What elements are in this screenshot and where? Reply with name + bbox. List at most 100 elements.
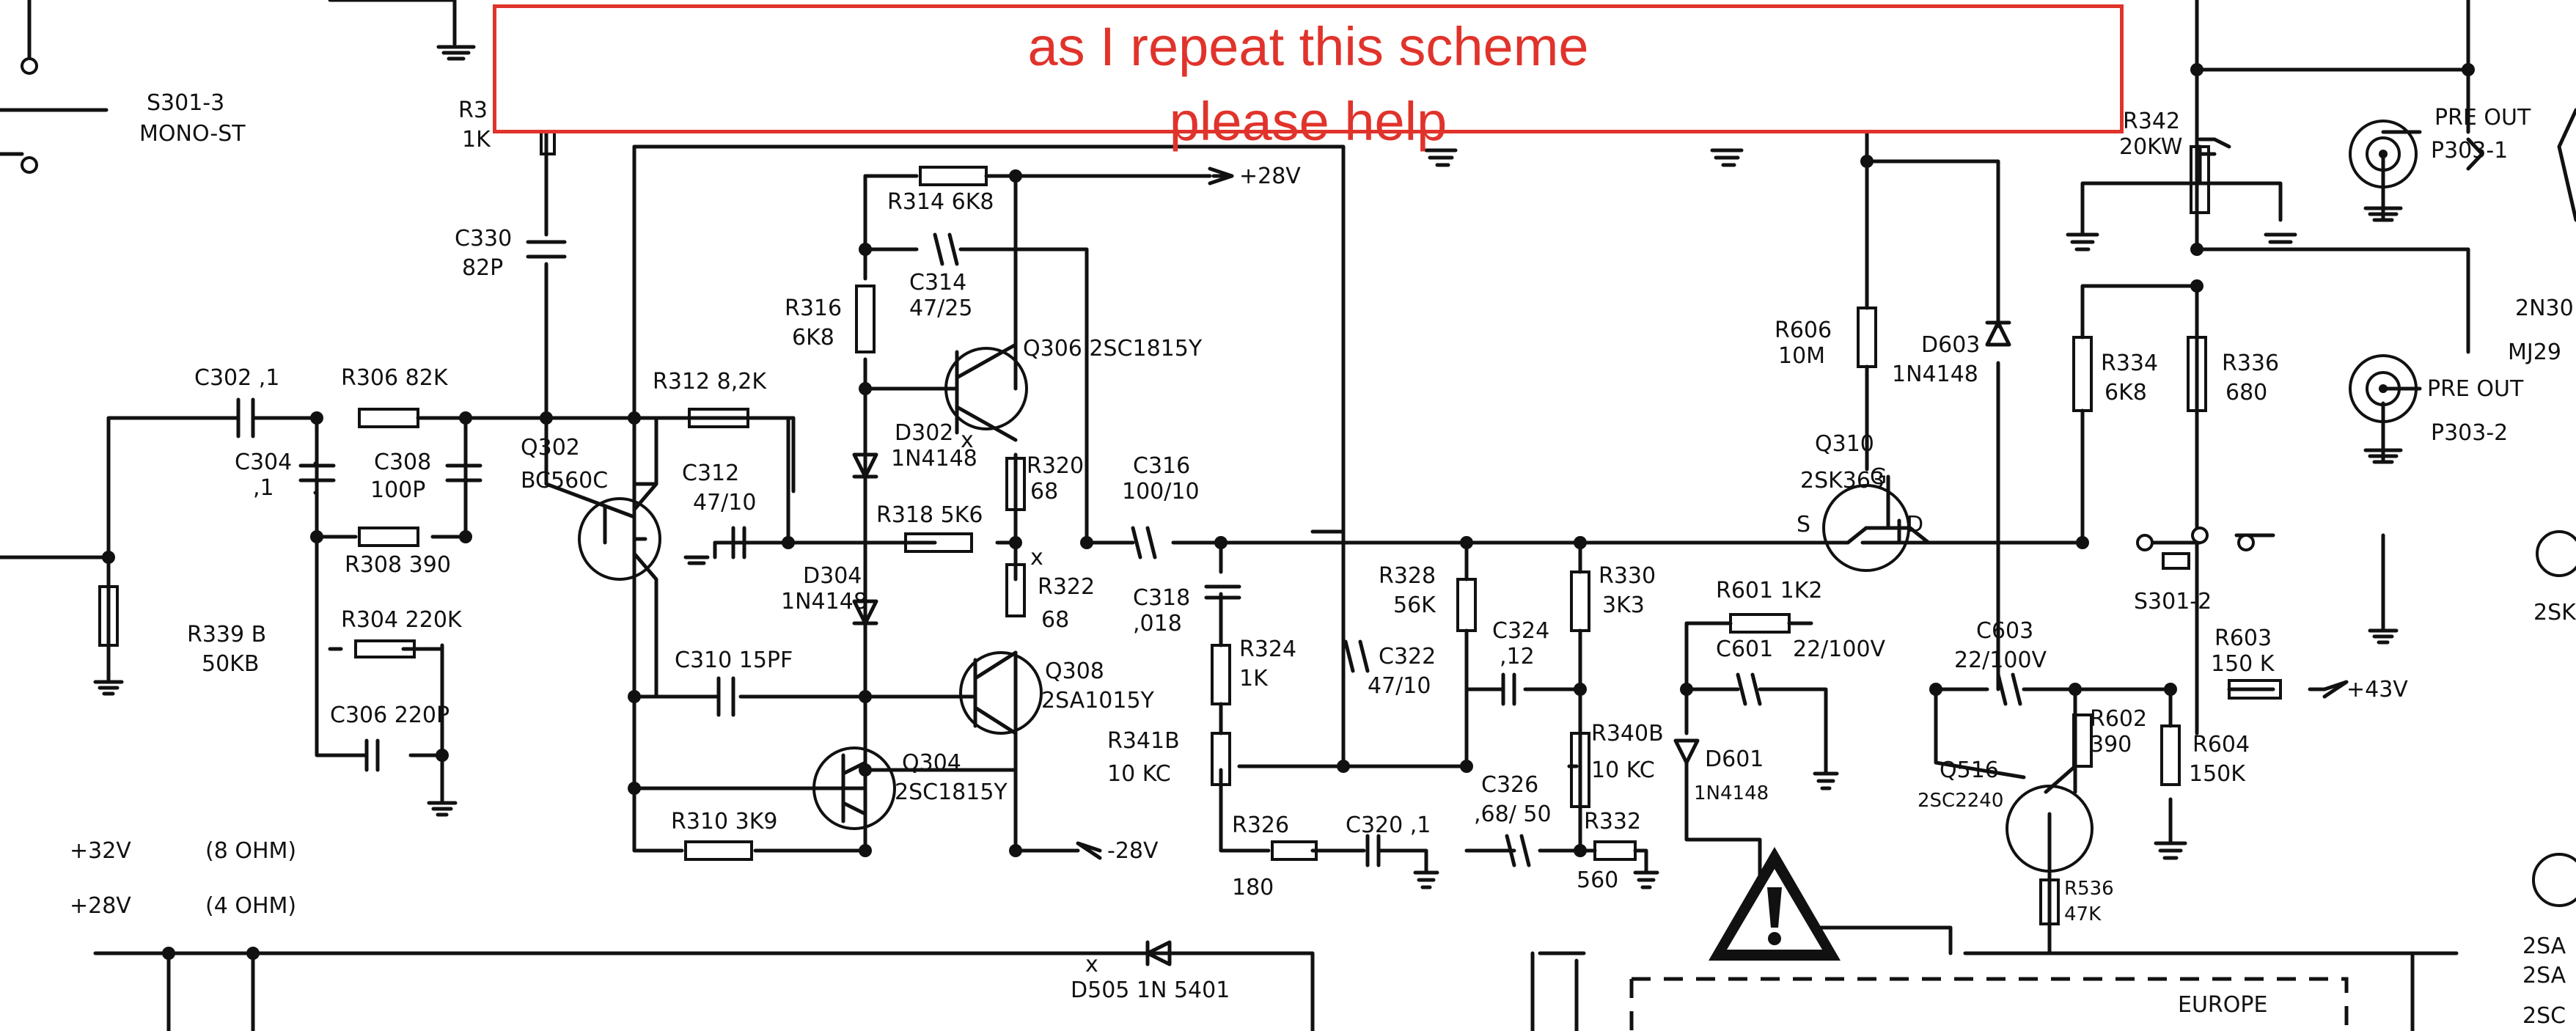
label-c322: C322 — [1379, 644, 1436, 669]
label-r601: R601 1K2 — [1716, 578, 1823, 603]
label-q308: Q308 — [1045, 658, 1104, 684]
label-r3x-val: 1K — [462, 127, 491, 153]
label-c314-val: 47/25 — [909, 296, 972, 321]
label-r322: R322 — [1038, 574, 1095, 600]
label-c326: C326 — [1481, 772, 1538, 798]
label-r312: R312 8,2K — [653, 369, 767, 395]
label-d: D — [1907, 512, 1923, 537]
label-s: S — [1797, 512, 1810, 537]
label-q306: Q306 2SC1815Y — [1023, 336, 1203, 362]
label-q302: Q302 — [521, 435, 580, 461]
label-pre-out-2: PRE OUT — [2427, 376, 2524, 402]
label-r536: R536 — [2064, 878, 2114, 900]
label-r342-val: 20KW — [2119, 134, 2182, 160]
label-edge-2sa-2: 2SA — [2522, 963, 2566, 988]
label-r603: R603 — [2214, 625, 2272, 651]
label-c302: C302 ,1 — [194, 365, 279, 391]
label-r310: R310 3K9 — [671, 809, 778, 834]
label-r602-val: 390 — [2090, 732, 2132, 757]
label-c306: C306 220P — [330, 702, 449, 728]
label-d302: D302 — [895, 420, 953, 446]
label-r341b-val: 10 KC — [1107, 761, 1171, 787]
label-d603: D603 — [1921, 332, 1980, 358]
label-d601-val: 1N4148 — [1694, 782, 1769, 804]
label-c603-val: 22/100V — [1954, 647, 2047, 673]
label-r330: R330 — [1599, 563, 1656, 589]
label-d601: D601 — [1705, 746, 1764, 772]
label-c330-val: 82P — [462, 255, 503, 281]
label-r330-val: 3K3 — [1602, 592, 1645, 618]
label-edge-mj29: MJ29 — [2508, 340, 2561, 365]
label-edge-2sa-1: 2SA — [2522, 933, 2566, 959]
label-c310: C310 15PF — [675, 647, 793, 673]
warning-icon — [1709, 847, 1841, 961]
label-mono-st: MONO-ST — [139, 121, 246, 147]
label-d304: D304 — [803, 563, 862, 589]
label-d302-val: 1N4148 — [891, 446, 977, 472]
annotation-line-2: please help — [1169, 91, 1447, 152]
label-r340b: R340B — [1591, 721, 1664, 746]
label-ohm4: (4 OHM) — [205, 893, 296, 919]
label-r322-val: 68 — [1041, 607, 1069, 633]
label-r332: R332 — [1584, 809, 1641, 834]
label-q516: Q516 — [1940, 757, 1999, 783]
label-edge-2n30: 2N30 — [2515, 296, 2574, 321]
label-q302-val: BC560C — [521, 468, 608, 494]
label-r339b: R339 B — [187, 622, 266, 647]
label-c326-val: ,68/ 50 — [1474, 801, 1552, 827]
label-r324: R324 — [1239, 636, 1296, 662]
annotation-box: as I repeat this scheme please help — [493, 4, 2124, 149]
label-v32: +32V — [70, 838, 131, 864]
label-c330: C330 — [455, 226, 512, 252]
label-q516-val: 2SC2240 — [1918, 790, 2003, 812]
label-c314: C314 — [909, 270, 966, 296]
label-r606-val: 10M — [1778, 343, 1825, 369]
label-r602: R602 — [2090, 706, 2147, 732]
label-p303-2: P303-2 — [2431, 420, 2508, 446]
label-q304: Q304 — [902, 750, 961, 776]
resistors — [98, 131, 2282, 925]
label-r324-val: 1K — [1239, 666, 1269, 691]
label-r328-val: 56K — [1393, 592, 1436, 618]
label-europe: EUROPE — [2178, 992, 2267, 1018]
label-r336: R336 — [2222, 351, 2279, 376]
label-c324: C324 — [1492, 618, 1549, 644]
label-r341b: R341B — [1107, 728, 1180, 754]
label-pre-out-1: PRE OUT — [2434, 105, 2531, 131]
label-r320-val: 68 — [1030, 479, 1058, 505]
diodes — [852, 320, 2011, 966]
transistors — [578, 347, 2094, 873]
label-x-mark-3: x — [1085, 952, 1098, 977]
label-c601-val: 22/100V — [1793, 636, 1886, 662]
label-r304: R304 220K — [341, 607, 463, 633]
label-c601: C601 — [1716, 636, 1773, 662]
label-c603: C603 — [1976, 618, 2033, 644]
component-labels: S301-3 MONO-ST R3 1K C330 82P C302 ,1 R3… — [70, 90, 2576, 1029]
label-c308-val: 100P — [370, 477, 425, 503]
label-p303-1: P303-1 — [2431, 138, 2508, 164]
label-r336-val: 680 — [2225, 380, 2267, 406]
label-v28a: +28V — [1239, 164, 1301, 189]
label-r326: R326 — [1232, 812, 1289, 838]
label-r314: R314 6K8 — [887, 189, 994, 215]
label-q304-val: 2SC1815Y — [895, 779, 1008, 805]
label-q308-val: 2SA1015Y — [1041, 688, 1155, 713]
pre-out-jacks — [2349, 108, 2576, 907]
label-s301-2: S301-2 — [2134, 589, 2212, 614]
label-c308: C308 — [374, 450, 431, 475]
label-x-mark: x — [961, 428, 974, 453]
label-c318-val: ,018 — [1133, 611, 1182, 636]
label-edge-2sc: 2SC — [2522, 1003, 2566, 1029]
label-c304: C304 — [235, 450, 292, 475]
label-r334-val: 6K8 — [2105, 380, 2147, 406]
capacitors — [236, 232, 2022, 867]
label-r334: R334 — [2101, 351, 2158, 376]
label-d505: D505 1N 5401 — [1071, 977, 1230, 1003]
label-v43: +43V — [2346, 677, 2408, 702]
label-ohm8: (8 OHM) — [205, 838, 296, 864]
label-r536-val: 47K — [2064, 903, 2102, 925]
label-r328: R328 — [1379, 563, 1436, 589]
label-q310-val: 2SK363 — [1800, 468, 1885, 494]
label-r603-val: 150 K — [2211, 651, 2275, 677]
